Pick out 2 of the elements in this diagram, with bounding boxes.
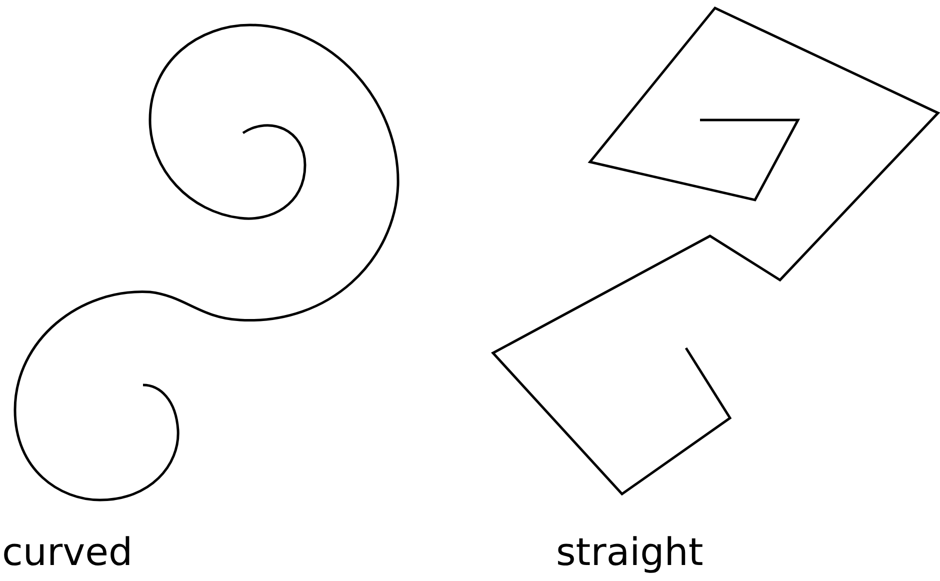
caption-label: curved (2, 533, 133, 571)
caption-label: straight (556, 533, 704, 571)
